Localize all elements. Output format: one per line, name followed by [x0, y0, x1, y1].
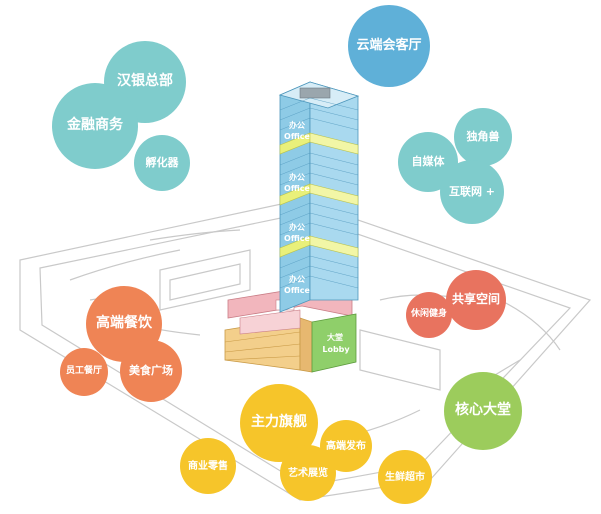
bubble-fresh: 生鲜超市: [378, 450, 432, 504]
bubble-unicorn: 独角兽: [454, 108, 512, 166]
office-label-1-en: Office: [284, 132, 310, 141]
office-label-3-cn: 办公: [289, 222, 305, 232]
bubble-incubator-label: 孵化器: [145, 155, 179, 169]
bubble-food-label: 美食广场: [129, 363, 173, 377]
lobby-label-cn: 大堂: [327, 332, 343, 342]
bubble-cloud-label: 云端会客厅: [356, 37, 422, 53]
bubble-core-label: 核心大堂: [455, 402, 511, 419]
office-label-3-en: Office: [284, 234, 310, 243]
bubble-staff: 员工餐厅: [60, 348, 108, 396]
bubble-core: 核心大堂: [444, 372, 522, 450]
bubble-flagship-label: 主力旗舰: [251, 414, 307, 431]
bubble-selfmedia-label: 自媒体: [411, 154, 445, 168]
office-label-4-cn: 办公: [289, 274, 305, 284]
bubble-staff-label: 员工餐厅: [65, 366, 102, 377]
office-label-2-en: Office: [284, 184, 310, 193]
tower-stack: 办公 Office 办公 Office 办公 Office 办公 Office: [278, 81, 360, 313]
bubble-fresh-label: 生鲜超市: [385, 471, 425, 483]
bubble-art: 艺术展览: [280, 445, 336, 501]
bubble-retail-label: 商业零售: [188, 460, 228, 472]
bubble-shared: 共享空间: [446, 270, 506, 330]
office-label-4-en: Office: [284, 286, 310, 295]
office-label-1-cn: 办公: [289, 120, 305, 130]
lobby-block: 大堂 Lobby: [311, 313, 357, 373]
bubble-retail: 商业零售: [180, 438, 236, 494]
bubble-incubator: 孵化器: [134, 135, 190, 191]
bubble-internet-label: 互联网 +: [448, 184, 496, 198]
bubble-leisure-label: 休闲健身: [410, 309, 447, 320]
bubble-hanyin-label: 汉银总部: [117, 73, 173, 90]
bubble-finance: 金融商务: [52, 83, 138, 169]
bubble-unicorn-label: 独角兽: [466, 129, 500, 143]
office-label-2-cn: 办公: [289, 172, 305, 182]
bubble-finance-label: 金融商务: [67, 117, 123, 134]
bubble-cloud: 云端会客厅: [348, 5, 430, 87]
lobby-label-en: Lobby: [322, 345, 350, 354]
bubble-launch-label: 高端发布: [326, 440, 366, 452]
bubble-leisure: 休闲健身: [406, 292, 452, 338]
bubble-dining-label: 高端餐饮: [96, 315, 152, 332]
bubble-shared-label: 共享空间: [451, 292, 500, 307]
bubble-food: 美食广场: [120, 340, 182, 402]
bubble-internet: 互联网 +: [440, 160, 504, 224]
bubble-art-label: 艺术展览: [288, 467, 328, 479]
